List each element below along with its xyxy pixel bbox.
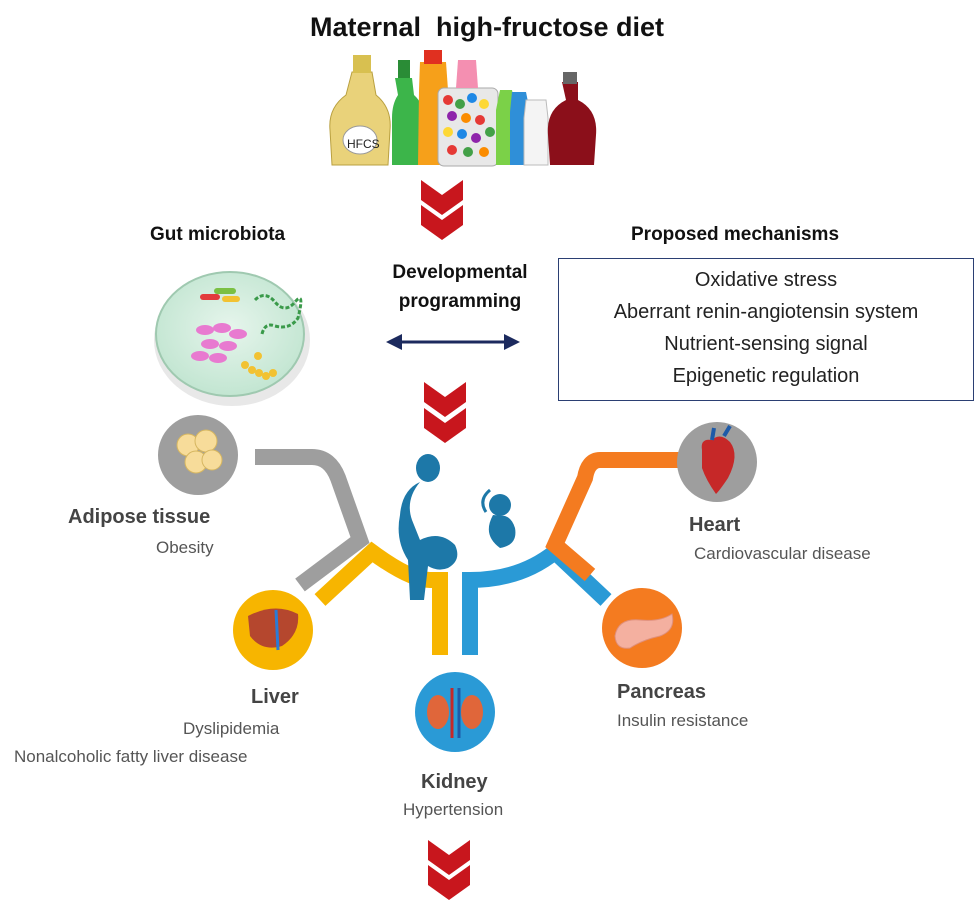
gut-microbiota-heading: Gut microbiota xyxy=(150,224,286,245)
adipose-icon xyxy=(158,415,238,495)
hfcs-foods-illustration xyxy=(329,50,597,167)
heart-outcome: Cardiovascular disease xyxy=(694,544,871,563)
chevron-down-icon xyxy=(421,180,463,240)
liver-title: Liver xyxy=(251,686,299,708)
mechanisms-box: Oxidative stress Aberrant renin-angioten… xyxy=(558,258,974,401)
pancreas-outcome: Insulin resistance xyxy=(617,711,749,730)
developmental-label: Developmental xyxy=(392,262,528,283)
heart-title: Heart xyxy=(689,514,741,536)
heart-icon xyxy=(677,422,757,502)
kidney-icon xyxy=(415,672,495,752)
liver-outcome-2: Nonalcoholic fatty liver disease xyxy=(14,747,248,766)
liver-icon xyxy=(233,590,313,670)
petri-dish-illustration xyxy=(154,271,310,406)
developmental-programming-heading: Developmental programming xyxy=(360,258,560,316)
mechanism-item: Epigenetic regulation xyxy=(672,365,860,387)
chevron-down-icon xyxy=(424,382,466,443)
page-title: Maternal high-fructose diet xyxy=(309,12,665,42)
hfcs-label: HFCS xyxy=(347,137,380,151)
pancreas-icon xyxy=(602,588,682,668)
double-arrow-icon xyxy=(386,334,520,350)
chevron-down-icon xyxy=(428,840,470,900)
proposed-mechanisms-heading: Proposed mechanisms xyxy=(631,224,840,245)
mechanism-item: Oxidative stress xyxy=(694,269,838,291)
kidney-title: Kidney xyxy=(421,771,488,793)
adipose-outcome: Obesity xyxy=(156,538,214,557)
kidney-outcome: Hypertension xyxy=(403,800,504,819)
liver-outcome-1: Dyslipidemia xyxy=(183,719,280,738)
mechanism-item: Nutrient-sensing signal xyxy=(664,333,868,355)
pancreas-title: Pancreas xyxy=(617,681,706,703)
adipose-title: Adipose tissue xyxy=(68,506,211,528)
pregnant-mother-silhouette xyxy=(398,454,458,600)
mechanism-item: Aberrant renin-angiotensin system xyxy=(613,301,919,323)
fetus-silhouette xyxy=(481,488,516,548)
organ-connectors xyxy=(255,449,690,655)
programming-label: programming xyxy=(398,291,522,312)
